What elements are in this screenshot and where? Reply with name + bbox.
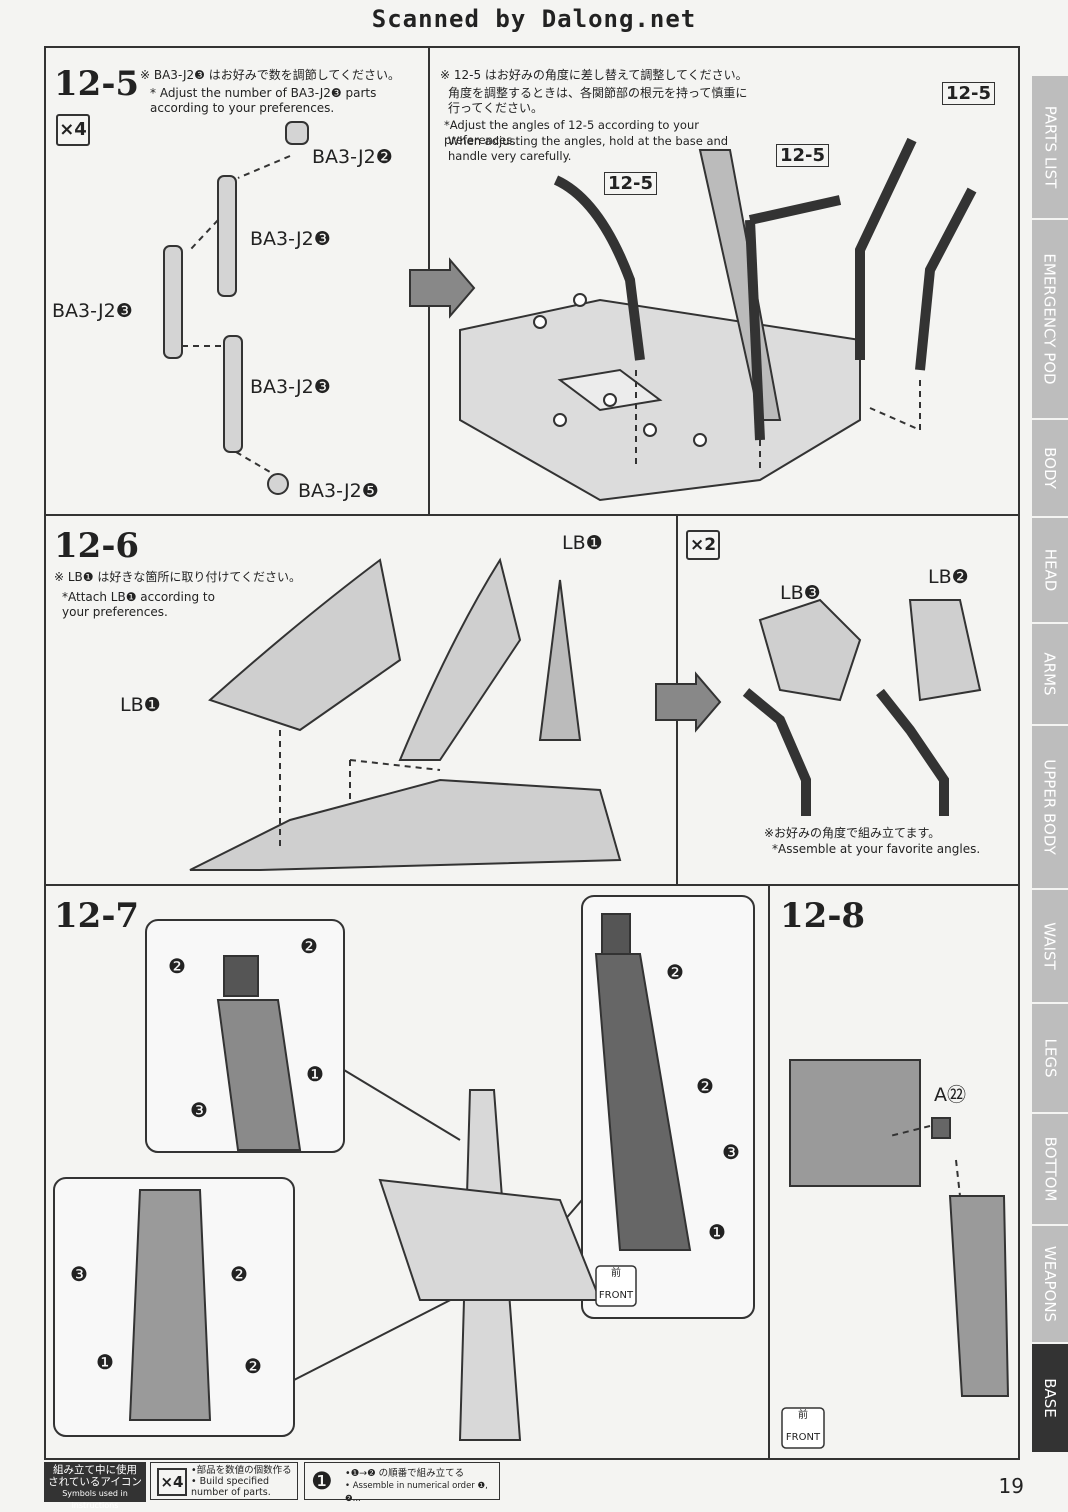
order-mark: ❶ [708,1220,726,1244]
right-note-en-1: *Adjust the angles of 12-5 according to … [444,118,699,147]
multiplier-badge: ×4 [56,114,90,146]
tab-emergency-pod[interactable]: EMERGENCY POD [1032,220,1068,418]
order-mark: ❶ [96,1350,114,1374]
front-icon: 前 FRONT [782,1410,824,1444]
callout-12-5: 12-5 [604,172,658,195]
step-number-12-5: 12-5 [54,64,140,104]
tab-upper-body[interactable]: UPPER BODY [1032,726,1068,888]
right-note-en-2: When adjusting the angles, hold at the b… [448,134,729,163]
scanner-credit: Scanned by Dalong.net [371,5,697,33]
tab-base[interactable]: BASE [1032,1344,1068,1452]
front-label-jp: 前 [798,1410,808,1421]
tab-bottom[interactable]: BOTTOM [1032,1114,1068,1224]
legend-desc: •❶→❷ の順番で組み立てる • Assemble in numerical o… [345,1467,497,1506]
tab-label: UPPER BODY [1041,759,1059,855]
tab-label: EMERGENCY POD [1041,253,1059,385]
legend-order: ❶ •❶→❷ の順番で組み立てる • Assemble in numerical… [304,1462,500,1504]
tab-body[interactable]: BODY [1032,420,1068,516]
order-mark: ❷ [300,934,318,958]
step-arrow-icon [409,257,476,319]
order-mark: ❶ [306,1062,324,1086]
legend-title-en: Symbols used in instructions [62,1489,128,1510]
tab-arms[interactable]: ARMS [1032,624,1068,724]
part-label: BA3-J2❸ [52,300,133,322]
front-label-jp: 前 [611,1268,621,1279]
tab-label: BOTTOM [1041,1136,1059,1202]
callout-12-5: 12-5 [942,82,996,105]
legend-desc-jp: •部品を数値の個数作る [191,1465,292,1476]
front-label-en: FRONT [785,1432,821,1443]
tab-label: LEGS [1041,1038,1060,1078]
tab-label: WAIST [1041,922,1060,970]
front-icon: 前 FRONT [596,1268,636,1302]
part-label: BA3-J2❸ [250,376,331,398]
legend-title-jp: 組み立て中に使用 [53,1464,137,1476]
order-mark: ❸ [722,1140,740,1164]
order-mark: ❸ [190,1098,208,1122]
divider-12-7 [768,886,770,1460]
note-jp-12-6: ※ LB❶ は好きな箇所に取り付けてください。 [54,570,302,584]
callout-12-5: 12-5 [776,144,830,167]
right-note-jp-2: 角度を調整するときは、各関節部の根元を持って慎重に行ってください。 [448,86,748,115]
tab-label: WEAPONS [1041,1245,1060,1323]
order-mark: ❷ [666,960,684,984]
angle-note-jp: ※お好みの角度で組み立てます。 [764,826,941,840]
right-note-jp-1: ※ 12-5 はお好みの角度に差し替えて調整してください。 [440,68,748,82]
tab-label: ARMS [1041,652,1059,696]
legend-desc-en: • Assemble in numerical order ❶, ❷... [345,1481,488,1504]
tab-head[interactable]: HEAD [1032,518,1068,622]
legend-desc: •部品を数値の個数作る • Build specified number of … [191,1465,295,1498]
multiplier-icon: ×4 [157,1468,187,1496]
legend-desc-en: • Build specified number of parts. [191,1476,271,1498]
part-label: BA3-J2❷ [312,146,393,168]
note-jp-12-5: ※ BA3-J2❸ はお好みで数を調節してください。 [140,68,400,82]
lb-parts-drawing [189,557,622,871]
divider-row2 [44,884,1020,886]
front-label-en: FRONT [598,1290,634,1301]
order-mark: ❸ [70,1262,88,1286]
legend-multiplier: ×4 •部品を数値の個数作る • Build specified number … [150,1462,298,1500]
legend-title-jp: されているアイコン [48,1476,142,1488]
order-icon: ❶ [311,1467,333,1495]
part-label: LB❶ [120,694,161,716]
order-mark: ❷ [244,1354,262,1378]
note-en-12-5: * Adjust the number of BA3-J2❸ parts acc… [150,86,377,115]
step-number-12-6: 12-6 [54,526,140,566]
tab-weapons[interactable]: WEAPONS [1032,1226,1068,1342]
tab-label: BASE [1041,1378,1059,1418]
step-number-12-8: 12-8 [780,896,866,936]
part-label: BA3-J2❺ [298,480,379,502]
tab-legs[interactable]: LEGS [1032,1004,1068,1112]
angle-note-en: *Assemble at your favorite angles. [772,842,981,856]
legend-title: 組み立て中に使用 されているアイコン Symbols used in instr… [44,1462,146,1510]
divider-row1 [44,514,1020,516]
part-label: LB❸ [780,582,821,604]
part-label: A㉒ [934,1084,966,1106]
order-mark: ❷ [168,954,186,978]
base-stand-drawing [459,137,977,502]
tab-parts-list[interactable]: PARTS LIST [1032,76,1068,218]
tab-label: HEAD [1041,548,1060,592]
instruction-frame [44,46,1020,1460]
note-en-12-6: *Attach LB❶ according to your preference… [62,590,215,619]
tab-label: PARTS LIST [1041,105,1060,189]
step-number-12-7: 12-7 [54,896,140,936]
joint-parts-drawing [163,121,309,495]
page-number: 19 [998,1474,1024,1498]
part-label: LB❶ [562,532,603,554]
tab-waist[interactable]: WAIST [1032,890,1068,1002]
part-label: BA3-J2❸ [250,228,331,250]
legend-desc-jp: •❶→❷ の順番で組み立てる [345,1468,465,1479]
multiplier-badge: ×2 [686,530,720,560]
tab-label: BODY [1041,447,1060,489]
order-mark: ❷ [696,1074,714,1098]
order-mark: ❷ [230,1262,248,1286]
part-label: LB❷ [928,566,969,588]
